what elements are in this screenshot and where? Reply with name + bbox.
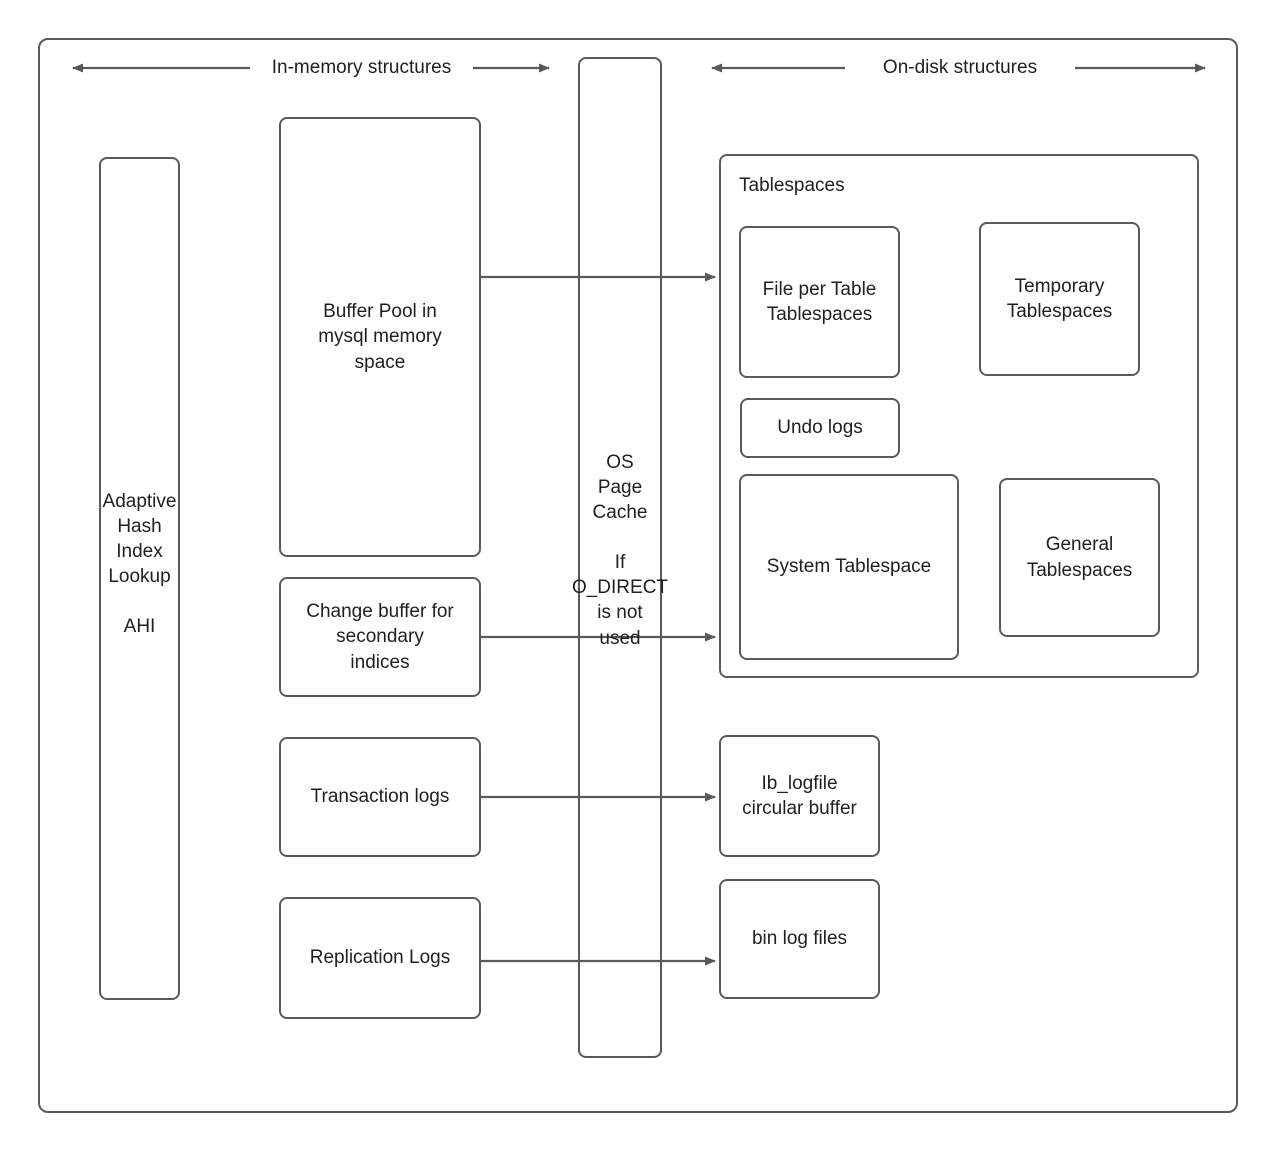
node-system-tablespace[interactable]: System Tablespace [739, 474, 959, 660]
node-buffer-pool[interactable]: Buffer Pool in mysql memory space [279, 117, 481, 557]
node-change-buffer[interactable]: Change buffer for secondary indices [279, 577, 481, 697]
node-general-tablespaces[interactable]: General Tablespaces [999, 478, 1160, 637]
node-undo-logs[interactable]: Undo logs [740, 398, 900, 458]
node-bin-log-files[interactable]: bin log files [719, 879, 880, 999]
band-label-on-disk: On-disk structures [882, 57, 1038, 78]
outer-frame [38, 38, 1238, 1113]
node-transaction-logs[interactable]: Transaction logs [279, 737, 481, 857]
node-file-per-table-tablespaces[interactable]: File per Table Tablespaces [739, 226, 900, 378]
node-os-page-cache[interactable] [578, 57, 662, 1058]
group-tablespaces [719, 154, 1199, 678]
node-ib-logfile-circular-buffer[interactable]: Ib_logfile circular buffer [719, 735, 880, 857]
node-adaptive-hash-index[interactable] [99, 157, 180, 1000]
band-label-in-memory: In-memory structures [271, 57, 452, 78]
node-temporary-tablespaces[interactable]: Temporary Tablespaces [979, 222, 1140, 376]
group-tablespaces-label: Tablespaces [739, 175, 845, 196]
node-replication-logs[interactable]: Replication Logs [279, 897, 481, 1019]
